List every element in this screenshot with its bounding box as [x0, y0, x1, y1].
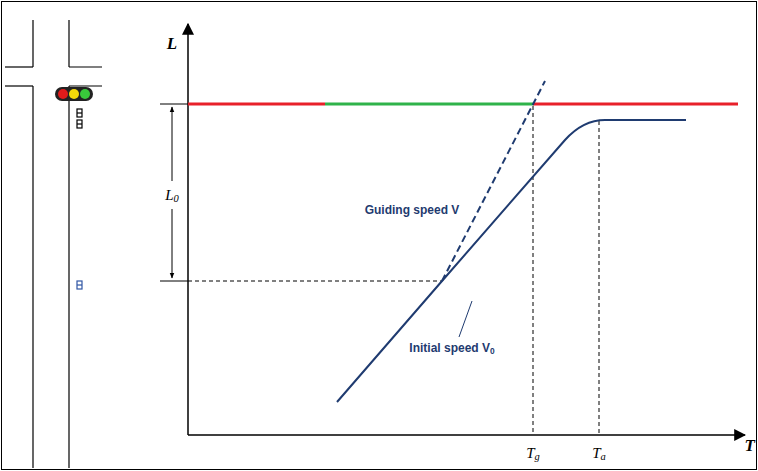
trajectories: [337, 81, 686, 402]
axes: [188, 24, 745, 435]
trajectory-label: Initial speed V0: [409, 341, 494, 355]
dimension-label: L0: [165, 187, 179, 204]
axis-label: L: [167, 34, 177, 54]
axis-label: T: [745, 436, 755, 456]
intersection: [5, 20, 102, 468]
guide-lines: [160, 104, 599, 435]
signal-timeline: [188, 103, 738, 106]
traffic-light: [55, 87, 93, 101]
time-label: Ta: [592, 445, 606, 462]
time-label: Tg: [526, 445, 540, 462]
vehicles: [77, 109, 82, 289]
trajectory-label: Guiding speed V: [365, 203, 460, 217]
